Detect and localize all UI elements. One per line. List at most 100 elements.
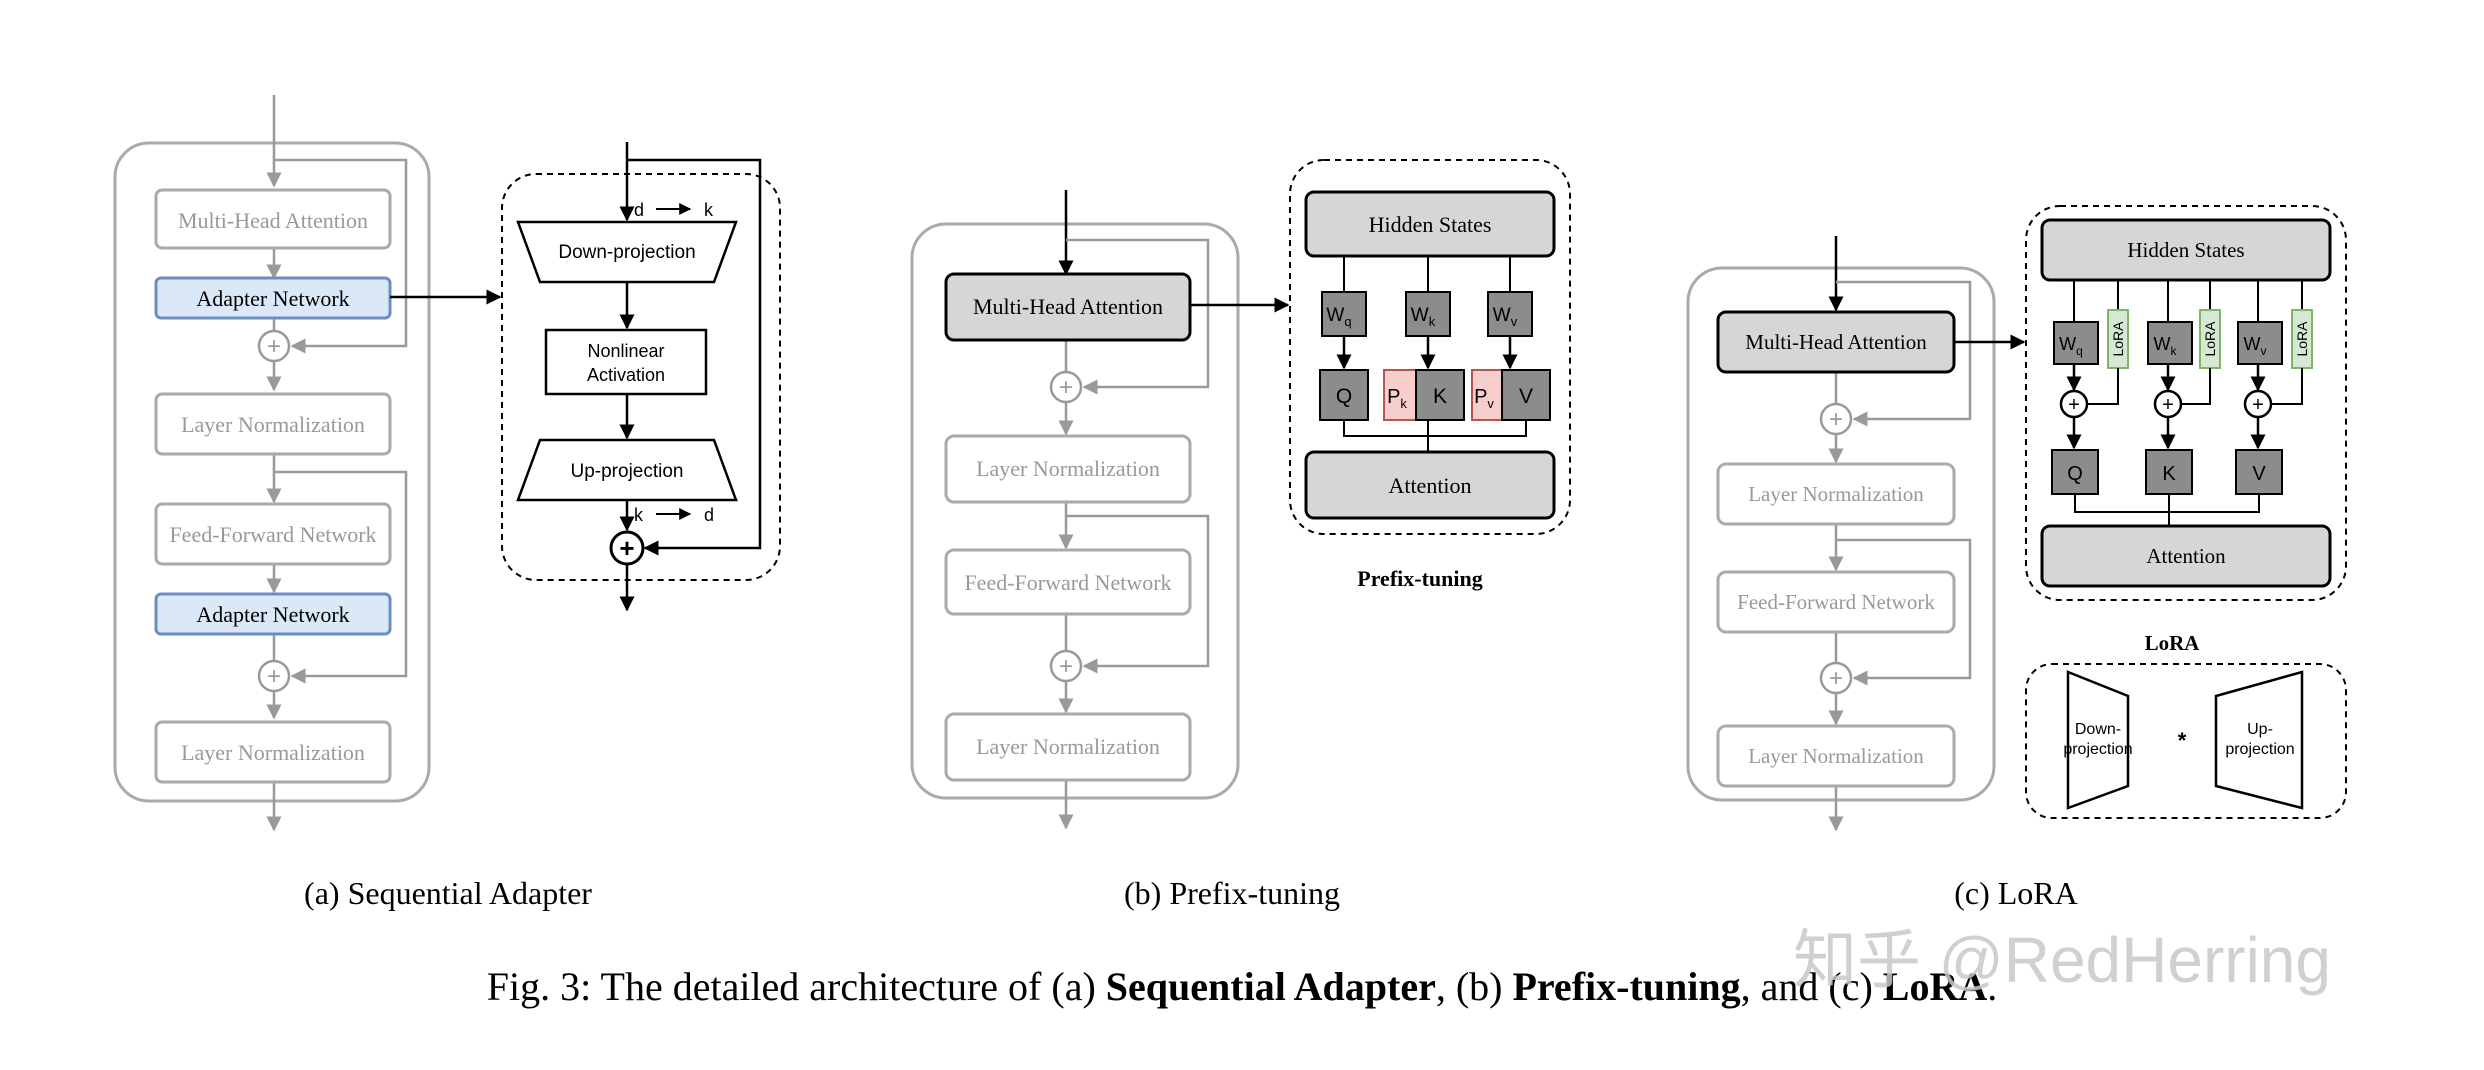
weight-q-box-c <box>2053 321 2099 365</box>
nonlinear-label-1: Nonlinear <box>587 341 664 361</box>
plus-icon <box>257 659 291 693</box>
lora-title: LoRA <box>2145 631 2201 655</box>
svg-text:Wk: Wk <box>2154 334 2178 358</box>
weight-q-box <box>1321 291 1367 337</box>
svg-text:Q: Q <box>2067 463 2083 485</box>
svg-text:+: + <box>1829 406 1843 433</box>
mha-box-b <box>944 272 1192 342</box>
svg-text:+: + <box>267 333 281 360</box>
dim-d-bottom: d <box>704 505 714 525</box>
layer-norm-b1-label: Layer Normalization <box>976 456 1160 481</box>
mha-box-a <box>154 188 392 250</box>
prefix-k-box <box>1383 369 1417 421</box>
weight-v-box <box>1487 291 1533 337</box>
k-box-b <box>1415 369 1465 421</box>
layer-norm-a1-label: Layer Normalization <box>181 412 365 437</box>
svg-text:Pk: Pk <box>1387 386 1407 411</box>
layer-norm-a1 <box>154 392 392 456</box>
svg-text:Wq: Wq <box>1326 305 1351 329</box>
svg-text:V: V <box>1519 385 1533 408</box>
ffn-c-label: Feed-Forward Network <box>1737 590 1935 614</box>
panel-prefix-tuning: Multi-Head Attention + Layer Normalizati… <box>910 159 1571 830</box>
hidden-states-label-b: Hidden States <box>1369 212 1492 237</box>
multiply-icon: * <box>2178 728 2187 753</box>
layer-norm-a2 <box>154 720 392 784</box>
weight-k-box-c <box>2147 321 2193 365</box>
plus-icon <box>257 329 291 363</box>
caption-c: (c) LoRA <box>1954 875 2078 911</box>
weight-v-box-c <box>2237 321 2283 365</box>
caption-a: (a) Sequential Adapter <box>304 875 592 911</box>
dim-k-top: k <box>704 200 714 220</box>
svg-text:K: K <box>1433 385 1447 408</box>
ffn-a-label: Feed-Forward Network <box>169 522 376 547</box>
dim-k-bottom: k <box>634 505 644 525</box>
svg-text:+: + <box>619 533 634 563</box>
mha-label-c: Multi-Head Attention <box>1745 330 1927 354</box>
adapter-network-2 <box>154 592 392 636</box>
layer-norm-c1 <box>1716 462 1956 526</box>
down-projection-trapezoid <box>516 220 738 284</box>
svg-text:Q: Q <box>1336 385 1352 408</box>
hidden-states-box-b <box>1304 190 1556 258</box>
up-projection-trapezoid <box>516 438 738 502</box>
layer-norm-c2-label: Layer Normalization <box>1748 744 1924 768</box>
plus-icon <box>1049 370 1083 404</box>
down-projection-trapezoid-c <box>2066 670 2130 810</box>
watermark: 知乎 @RedHerring <box>1793 924 2331 996</box>
layer-norm-b2-label: Layer Normalization <box>976 734 1160 759</box>
transformer-block-outline <box>1686 266 1996 802</box>
adapter-network-2-label: Adapter Network <box>196 602 349 627</box>
caption-b: (b) Prefix-tuning <box>1124 875 1340 911</box>
svg-text:LoRA: LoRA <box>2110 321 2126 357</box>
svg-text:K: K <box>2162 463 2176 485</box>
layer-norm-c2 <box>1716 724 1956 788</box>
up-projection-trapezoid-c <box>2214 670 2304 810</box>
nonlinear-label-2: Activation <box>587 365 665 385</box>
svg-text:Wv: Wv <box>2244 334 2267 358</box>
attention-box-c <box>2040 524 2332 588</box>
svg-text:+: + <box>2068 394 2080 416</box>
down-projection-label: Down-projection <box>558 242 695 263</box>
svg-text:Wq: Wq <box>2059 334 2083 358</box>
svg-text:LoRA: LoRA <box>2294 321 2310 357</box>
svg-text:+: + <box>1829 665 1843 692</box>
ffn-a <box>154 502 392 566</box>
ffn-b-label: Feed-Forward Network <box>964 570 1171 595</box>
svg-text:Wk: Wk <box>1411 305 1436 329</box>
ffn-c <box>1716 570 1956 634</box>
prefix-detail-outline <box>1289 159 1571 535</box>
plus-icon <box>1049 649 1083 683</box>
svg-text:+: + <box>267 663 281 690</box>
prefix-tuning-title: Prefix-tuning <box>1357 566 1482 591</box>
svg-text:Pv: Pv <box>1474 386 1494 411</box>
figure-caption: Fig. 3: The detailed architecture of (a)… <box>487 964 1997 1009</box>
svg-text:+: + <box>1059 374 1073 401</box>
plus-icon <box>1819 402 1853 436</box>
svg-text:LoRA: LoRA <box>2202 321 2218 357</box>
hidden-states-box-c <box>2040 218 2332 282</box>
layer-norm-c1-label: Layer Normalization <box>1748 482 1924 506</box>
layer-norm-b1 <box>944 434 1192 504</box>
lora-detail-outline <box>2025 205 2347 601</box>
plus-icon <box>1819 661 1853 695</box>
adapter-detail-outline <box>501 173 781 581</box>
dim-d-top: d <box>634 200 644 220</box>
prefix-v-box <box>1471 369 1503 421</box>
svg-text:projection: projection <box>2063 741 2132 758</box>
svg-text:Down-: Down- <box>2075 721 2121 738</box>
q-box-c <box>2051 449 2099 495</box>
nonlinear-activation-box <box>544 328 708 396</box>
svg-text:+: + <box>1059 653 1073 680</box>
mha-label-a: Multi-Head Attention <box>178 208 368 233</box>
transformer-block-outline <box>910 222 1240 800</box>
ffn-b <box>944 548 1192 616</box>
layer-norm-b2 <box>944 712 1192 782</box>
transformer-block-outline <box>113 141 431 803</box>
attention-label-b: Attention <box>1388 473 1471 498</box>
q-box-b <box>1319 369 1369 421</box>
panel-lora: Multi-Head Attention + Layer Normalizati… <box>1686 205 2347 832</box>
adapter-network-1-label: Adapter Network <box>196 286 349 311</box>
hidden-states-label-c: Hidden States <box>2127 238 2244 262</box>
